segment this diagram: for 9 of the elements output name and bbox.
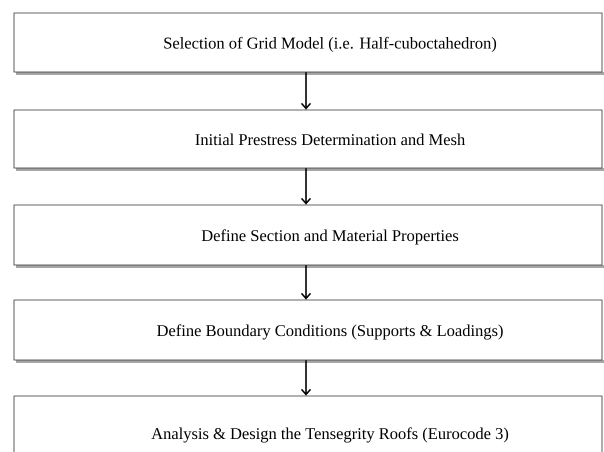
process-box: Selection of Grid Model (i.e. Half-cuboctahedron) xyxy=(14,12,604,75)
arrow xyxy=(300,265,312,300)
process-box: Analysis & Design the Tensegrity Roofs (Eurocode 3) xyxy=(14,396,602,452)
process-box: Define Boundary Conditions (Supports & Loadings) xyxy=(14,300,604,363)
process-box: Initial Prestress Determination and Mesh xyxy=(14,110,604,171)
process-box: Define Section and Material Properties xyxy=(14,204,604,268)
arrow xyxy=(300,168,312,205)
arrow xyxy=(300,72,312,110)
arrow xyxy=(300,360,312,396)
